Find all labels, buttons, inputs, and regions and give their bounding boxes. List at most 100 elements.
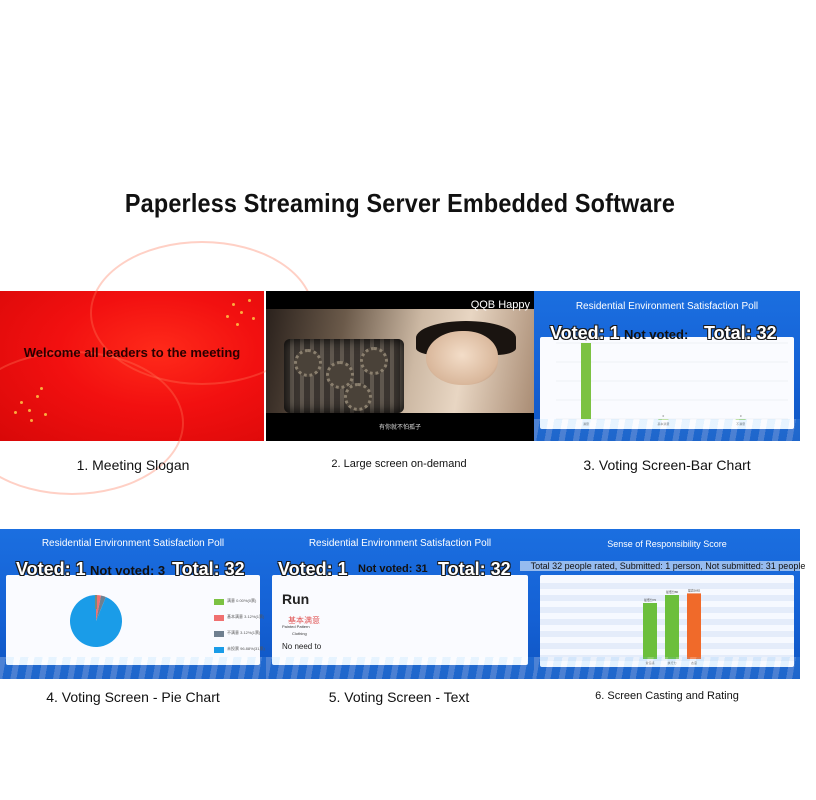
total-count: Total: 32 (438, 559, 511, 579)
bar-value-label: 0 (662, 414, 664, 418)
caption-voting-text: 5. Voting Screen - Text (328, 689, 470, 705)
pie-legend-item: 不满意 3.12%(1票) (214, 630, 274, 645)
gear-icon (294, 349, 322, 377)
bar-2 (735, 419, 746, 420)
video-subtitle: 有你就不怕孤子 (378, 425, 421, 431)
page-title: Paperless Streaming Server Embedded Soft… (124, 188, 676, 218)
meeting-slogan-panel[interactable]: Welcome all leaders to the meeting (0, 241, 314, 495)
total-count: Total: 32 (172, 559, 245, 579)
sparkle-dot (30, 419, 33, 422)
rating-bar-2 (687, 593, 701, 659)
video-machine (284, 339, 404, 413)
sparkle-dot (232, 303, 235, 306)
sparkle-dot (40, 387, 43, 390)
caption-voting-pie: 4. Voting Screen - Pie Chart (46, 689, 220, 705)
voting-text-panel[interactable]: Residential Environment Satisfaction Pol… (266, 529, 534, 679)
rating-category-label: 责任感 (645, 660, 654, 665)
no-need-label: No need to (282, 642, 322, 651)
rating-bar-label: 最高分82 (688, 587, 701, 592)
poll-title: Residential Environment Satisfaction Pol… (575, 301, 759, 312)
pie-slice-1 (96, 595, 102, 621)
gear-icon (360, 347, 388, 375)
rating-chart: 最低分70 责任感 最低分80 执行力 最高分82 态度 (540, 583, 794, 665)
legend-label: 不满意 3.12%(1票) (227, 630, 261, 635)
poll-title: Residential Environment Satisfaction Pol… (41, 538, 225, 549)
bar-category-label: 基本满意 (657, 421, 669, 426)
legend-swatch (214, 631, 224, 637)
rating-category-label: 执行力 (667, 660, 676, 665)
wave-decoration (0, 657, 266, 679)
video-title-label: QQB Happy (470, 299, 530, 311)
rating-bar-label: 最低分70 (644, 597, 657, 602)
bar-value-label: 0 (740, 414, 742, 418)
rating-summary: Total 32 people rated, Submitted: 1 pers… (520, 561, 816, 571)
gear-icon (344, 383, 372, 411)
voted-count: Voted: 1 (278, 559, 348, 579)
not-voted-count: Not voted: 3 (90, 563, 166, 578)
pie-legend-item: 基本满意 3.12%(1票) (214, 614, 274, 629)
voted-count: Voted: 1 (550, 323, 620, 343)
voting-pie-chart-panel[interactable]: Residential Environment Satisfaction Pol… (0, 529, 266, 679)
option-red-text: 基本满意 (288, 616, 320, 625)
poll-title: Residential Environment Satisfaction Pol… (308, 538, 492, 549)
rating-title: Sense of Responsibility Score (607, 539, 727, 549)
pie-legend-item: 未投票 96.88%(31票) (214, 646, 274, 661)
sparkle-dot (28, 409, 31, 412)
sparkle-dot (44, 413, 47, 416)
voted-count: Voted: 1 (16, 559, 86, 579)
rating-bar-1 (665, 595, 679, 659)
wave-decoration (534, 657, 800, 679)
video-frame (266, 309, 534, 413)
legend-swatch (214, 647, 224, 653)
sparkle-dot (226, 315, 229, 318)
video-on-demand-panel[interactable]: QQB Happy 有你就不怕孤子 (266, 291, 534, 441)
sparkle-dot (14, 411, 17, 414)
legend-label: 未投票 96.88%(31票) (227, 646, 265, 651)
pie-slice-2 (96, 595, 106, 621)
clothing-label: Clothing (292, 631, 307, 636)
not-voted-count: Not voted: 31 (358, 563, 428, 575)
rating-chart-card: 最低分70 责任感 最低分80 执行力 最高分82 态度 (540, 575, 794, 667)
bar-0 (581, 343, 591, 419)
not-voted-count: Not voted: (624, 327, 689, 342)
sparkle-dot (20, 401, 23, 404)
wave-decoration (534, 419, 800, 441)
sparkle-dot (252, 317, 255, 320)
sparkle-dot (36, 395, 39, 398)
rating-stripe (540, 583, 794, 589)
run-label: Run (282, 591, 310, 607)
text-vote-card: Run 基本满意 Painted Pattern Clothing No nee… (272, 575, 528, 665)
rating-category-label: 态度 (691, 660, 697, 665)
bar-1 (658, 419, 669, 420)
gear-icon (326, 361, 354, 389)
sparkle-dot (240, 311, 243, 314)
pie-marker (95, 595, 97, 609)
sparkle-dot (248, 299, 251, 302)
legend-label: 满意 0.00%(0票) (227, 598, 257, 603)
pie-legend: 满意 0.00%(0票) 基本满意 3.12%(1票) 不满意 3.12%(1票) 未… (214, 598, 265, 665)
bar-chart-card: 1 满意 0 基本满意 0 不满意 (540, 337, 794, 429)
pie-slice-3 (70, 595, 122, 647)
caption-voting-bar: 3. Voting Screen-Bar Chart (583, 457, 751, 473)
rating-panel[interactable]: Sense of Responsibility Score Total 32 p… (520, 529, 816, 679)
sparkle-dot (236, 323, 239, 326)
meeting-slogan-text: Welcome all leaders to the meeting (23, 345, 241, 360)
total-count: Total: 32 (704, 323, 777, 343)
rating-bar-label: 最低分80 (666, 589, 679, 594)
wave-decoration (266, 657, 534, 679)
bar-category-label: 不满意 (736, 421, 745, 426)
legend-swatch (214, 615, 224, 621)
caption-large-screen: 2. Large screen on-demand (331, 458, 467, 470)
rating-bar-0 (643, 603, 657, 659)
caption-meeting-slogan: 1. Meeting Slogan (76, 457, 190, 473)
bar-value-label: 1 (585, 338, 587, 342)
bar-category-label: 满意 (583, 421, 589, 426)
legend-label: 基本满意 3.12%(1票) (227, 614, 265, 619)
pie-chart (70, 595, 122, 647)
bar-chart: 1 满意 0 基本满意 0 不满意 (556, 338, 788, 426)
caption-rating: 6. Screen Casting and Rating (595, 690, 739, 702)
voting-bar-chart-panel[interactable]: Residential Environment Satisfaction Pol… (534, 291, 800, 441)
video-figure-face (426, 331, 498, 385)
legend-swatch (214, 599, 224, 605)
pattern-label: Painted Pattern (282, 624, 310, 629)
